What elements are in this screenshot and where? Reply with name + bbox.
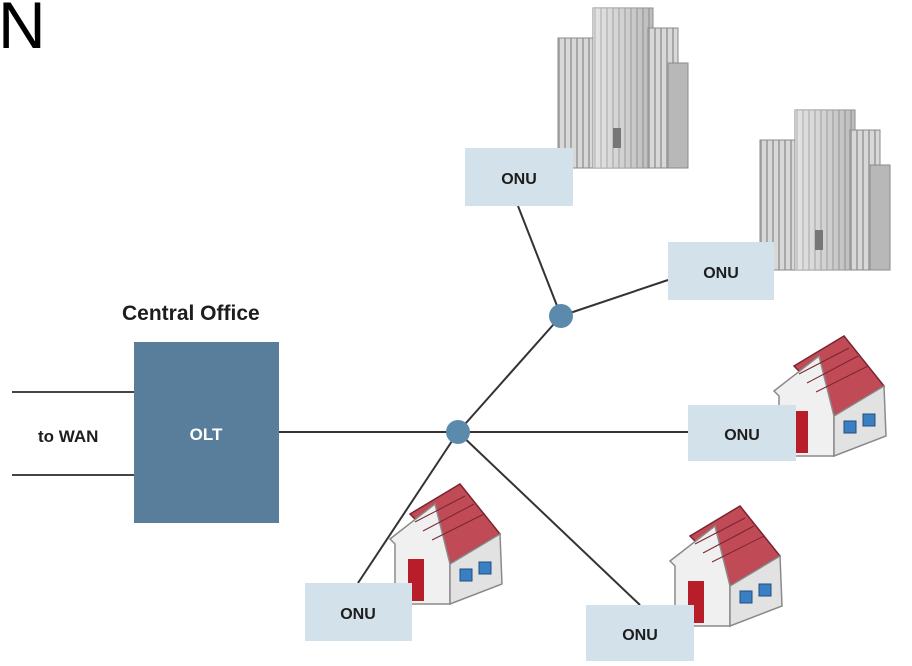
- onu-box-1: ONU: [465, 148, 573, 206]
- wan-lines: [12, 391, 136, 476]
- office-building-icon: [759, 109, 891, 271]
- onu-label: ONU: [703, 265, 739, 282]
- onu-label: ONU: [340, 606, 376, 623]
- onu-label: ONU: [501, 171, 537, 188]
- fiber-lines: [279, 205, 688, 606]
- corner-text: N: [0, 0, 46, 62]
- onu-box-3: ONU: [688, 405, 796, 461]
- onu-box-5: ONU: [586, 605, 694, 661]
- onu-label: ONU: [724, 427, 760, 444]
- splitter-node: [549, 304, 573, 328]
- onu-box-2: ONU: [668, 242, 774, 300]
- onu-box-4: ONU: [305, 583, 412, 641]
- olt-box: [134, 342, 279, 523]
- central-office-title: Central Office: [122, 302, 260, 325]
- wan-label: to WAN: [38, 427, 98, 446]
- splitter-node: [446, 420, 470, 444]
- olt-label: OLT: [190, 425, 223, 444]
- office-building-icon: [557, 7, 689, 169]
- onu-label: ONU: [622, 627, 658, 644]
